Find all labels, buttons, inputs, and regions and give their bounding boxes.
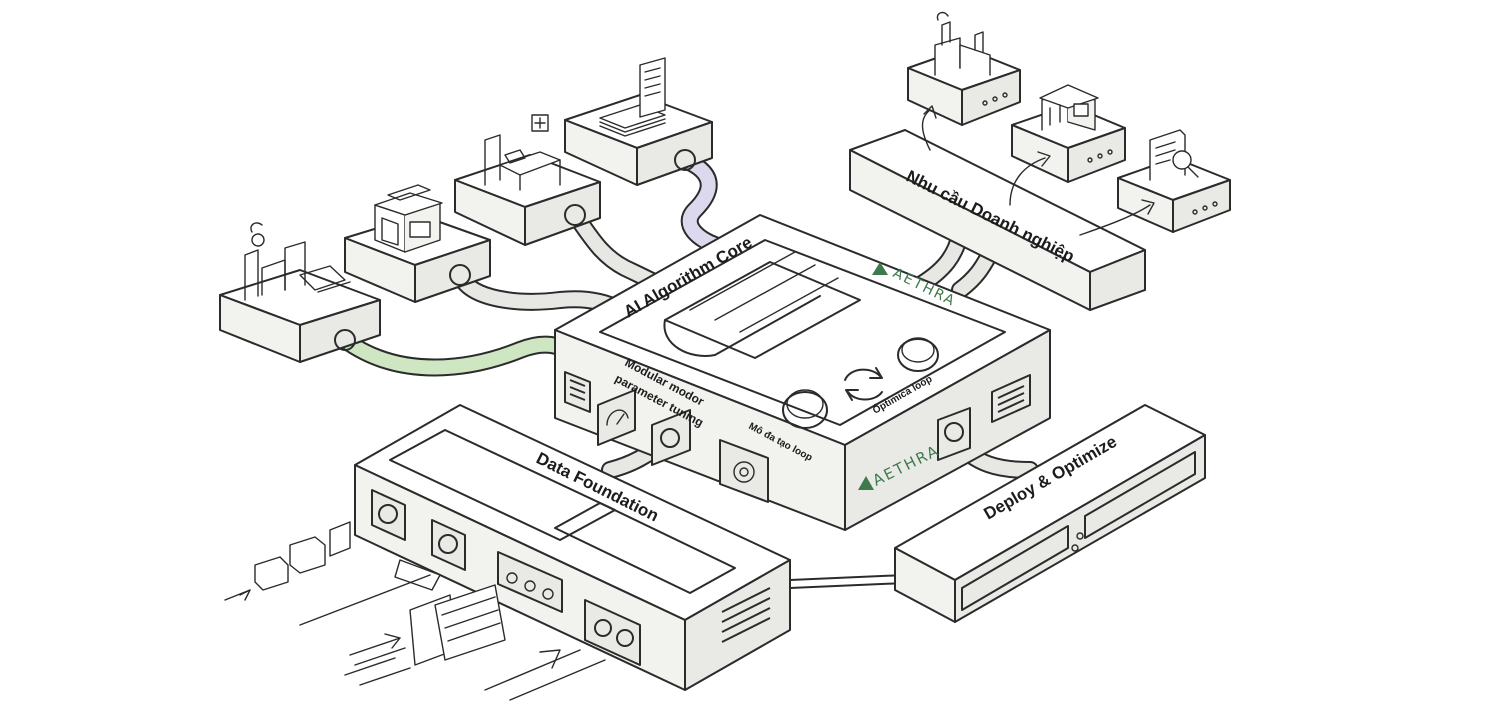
roller-assembly (663, 251, 861, 359)
core-vent-left (564, 371, 591, 413)
documents-icon (599, 57, 666, 137)
deploy-optimize: Deploy & Optimize (894, 404, 1206, 623)
source-node-documents (564, 57, 713, 186)
pipes (336, 151, 1039, 589)
storefront-icon (1039, 84, 1099, 131)
factory-icon (244, 222, 351, 301)
foundation-port-1 (371, 489, 406, 541)
source-node-factory (219, 222, 381, 363)
business-node-report (1117, 129, 1231, 233)
report-search-icon (1149, 129, 1199, 181)
business-arrows (921, 105, 1155, 236)
core-vent-right (991, 374, 1031, 423)
source-node-hospital (454, 114, 601, 246)
business-node-factory (907, 11, 1021, 126)
shop-icon (374, 184, 443, 253)
pipe-shop-core (453, 268, 617, 312)
link-foundation-deploy (789, 574, 906, 581)
factory-icon (934, 11, 991, 76)
refresh-loop-icon[interactable] (844, 367, 883, 401)
data-inputs (224, 521, 606, 701)
business-node-store (1011, 84, 1126, 183)
foundation-port-4 (584, 599, 641, 666)
business-bar: Nhu cầu Doanh nghiệp (849, 129, 1146, 311)
foundation-port-3 (497, 551, 563, 613)
gear-icon[interactable] (719, 439, 769, 503)
knob-icon[interactable] (897, 337, 939, 372)
hospital-bed-icon (484, 114, 561, 191)
foundation-port-2 (431, 519, 466, 571)
pipe-documents-core (678, 153, 722, 252)
foundation-vent (721, 587, 771, 643)
pipe-hospital-core (568, 208, 667, 292)
core-port-right (937, 407, 971, 461)
gauge-icon[interactable] (597, 389, 636, 446)
core-port (651, 409, 691, 466)
knob-icon[interactable] (782, 389, 828, 429)
source-node-shop (344, 184, 491, 303)
